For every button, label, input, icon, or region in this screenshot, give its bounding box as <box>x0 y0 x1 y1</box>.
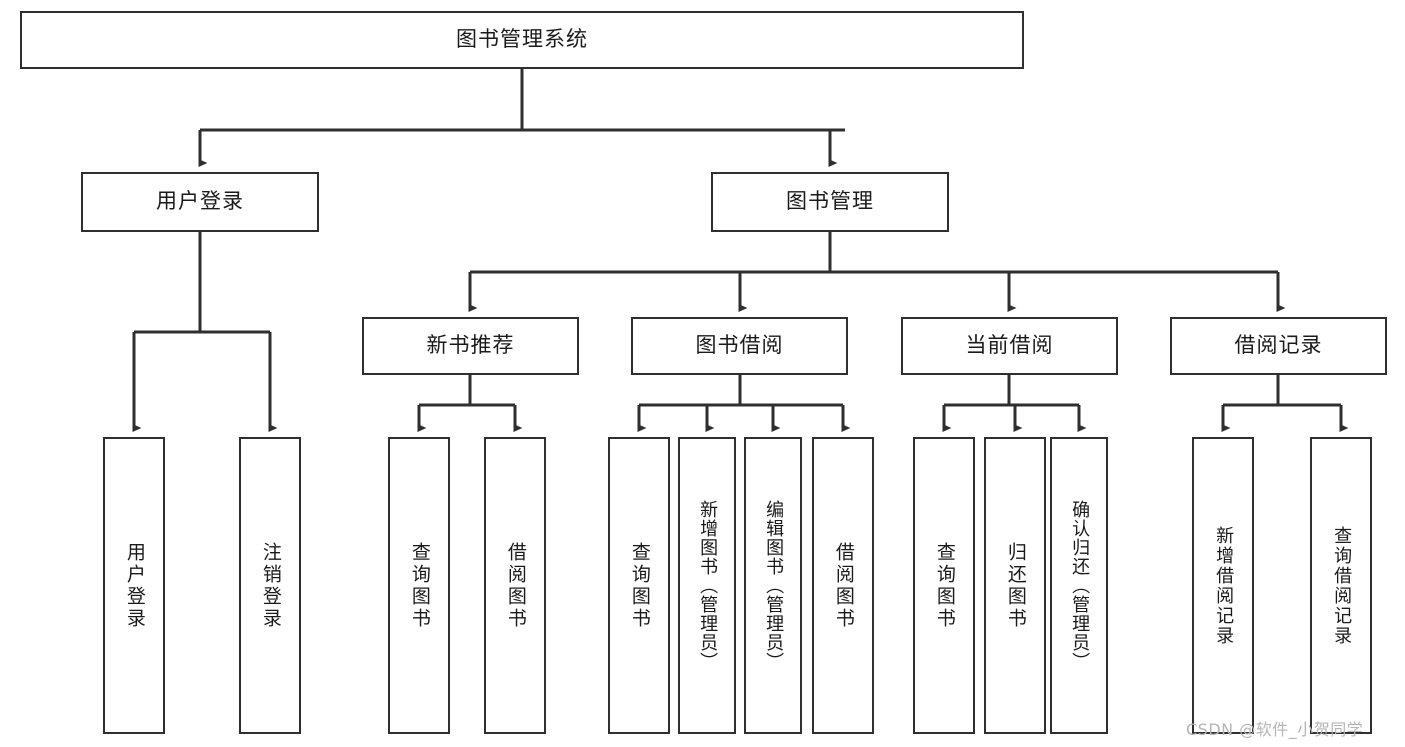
node-leaf-borrow-book-2-label: 借阅图书 <box>832 541 855 630</box>
node-leaf-query-book-1[interactable]: 查询图书 <box>388 437 450 734</box>
node-leaf-query-borrow-record[interactable]: 查询借阅记录 <box>1310 437 1372 734</box>
node-leaf-add-borrow-record[interactable]: 新增借阅记录 <box>1192 437 1254 734</box>
node-leaf-add-book-admin[interactable]: 新增图书（管理员） <box>678 437 736 734</box>
node-leaf-user-login[interactable]: 用户登录 <box>103 437 165 734</box>
node-leaf-borrow-book-1-label: 借阅图书 <box>504 541 527 630</box>
node-leaf-borrow-book-2[interactable]: 借阅图书 <box>812 437 874 734</box>
node-leaf-add-borrow-record-label: 新增借阅记录 <box>1213 525 1235 646</box>
node-leaf-query-book-3-label: 查询图书 <box>933 541 956 630</box>
node-leaf-query-book-2-label: 查询图书 <box>628 541 651 630</box>
node-borrow-record[interactable]: 借阅记录 <box>1170 317 1387 375</box>
node-leaf-return-book[interactable]: 归还图书 <box>984 437 1046 734</box>
node-new-book-recommend[interactable]: 新书推荐 <box>362 317 579 375</box>
node-current-borrow-label: 当前借阅 <box>965 333 1054 358</box>
node-user-login[interactable]: 用户登录 <box>81 172 319 232</box>
node-leaf-query-borrow-record-label: 查询借阅记录 <box>1331 525 1353 646</box>
node-leaf-confirm-return-admin-label: 确认归还（管理员） <box>1069 500 1091 671</box>
node-new-book-recommend-label: 新书推荐 <box>426 333 515 358</box>
node-current-borrow[interactable]: 当前借阅 <box>901 317 1118 375</box>
node-book-manage-label: 图书管理 <box>786 189 874 214</box>
node-user-login-label: 用户登录 <box>156 189 244 214</box>
node-root[interactable]: 图书管理系统 <box>20 11 1024 69</box>
node-leaf-logout[interactable]: 注销登录 <box>239 437 301 734</box>
csdn-watermark: CSDN @软件_小贺同学 <box>1186 720 1364 739</box>
node-leaf-logout-label: 注销登录 <box>259 541 282 630</box>
node-leaf-query-book-3[interactable]: 查询图书 <box>913 437 975 734</box>
node-book-borrow-label: 图书借阅 <box>695 333 784 358</box>
node-leaf-borrow-book-1[interactable]: 借阅图书 <box>484 437 546 734</box>
node-leaf-return-book-label: 归还图书 <box>1004 541 1027 630</box>
node-leaf-edit-book-admin[interactable]: 编辑图书（管理员） <box>744 437 802 734</box>
node-leaf-query-book-2[interactable]: 查询图书 <box>608 437 670 734</box>
node-borrow-record-label: 借阅记录 <box>1234 333 1323 358</box>
node-leaf-confirm-return-admin[interactable]: 确认归还（管理员） <box>1050 437 1108 734</box>
node-book-manage[interactable]: 图书管理 <box>711 172 949 232</box>
node-leaf-query-book-1-label: 查询图书 <box>408 541 431 630</box>
node-leaf-user-login-label: 用户登录 <box>123 541 146 630</box>
node-leaf-edit-book-admin-label: 编辑图书（管理员） <box>763 500 785 671</box>
node-root-label: 图书管理系统 <box>456 27 588 52</box>
node-book-borrow[interactable]: 图书借阅 <box>631 317 848 375</box>
node-leaf-add-book-admin-label: 新增图书（管理员） <box>697 500 719 671</box>
